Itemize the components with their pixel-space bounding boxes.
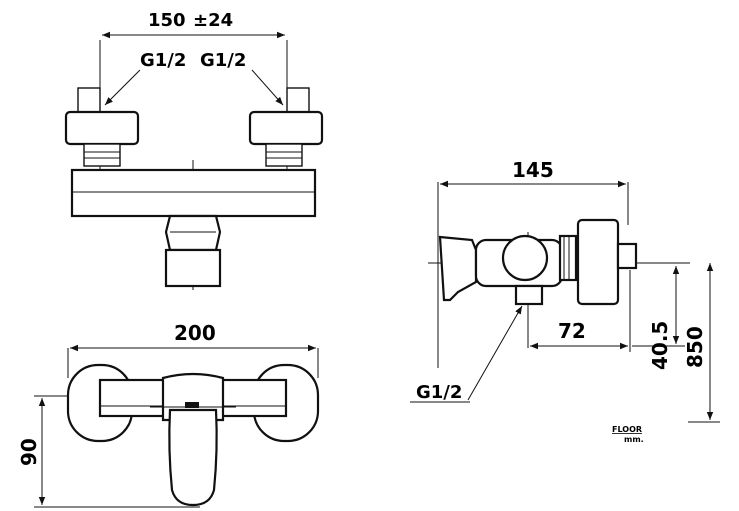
logo-mark (185, 402, 199, 408)
inlet-left-label: G1/2 (140, 50, 186, 71)
side-eccentric-pipe (616, 242, 638, 270)
side-flange (576, 218, 620, 306)
side-view: 145 72 40.5 850 G1/2 FLOOR mm. (410, 158, 720, 444)
dim-145-label: 145 (512, 158, 554, 182)
leader-outlet (467, 305, 523, 401)
floor-unit: mm. (624, 435, 644, 444)
leader-inlet-left (104, 69, 141, 106)
dim-200-label: 200 (174, 321, 216, 345)
right-inlet-body (265, 143, 303, 167)
side-escutcheon (438, 235, 478, 302)
outlet-connector (164, 248, 222, 288)
mixer-body (70, 168, 317, 218)
top-view: 200 90 (17, 321, 320, 508)
right-inlet-flange (248, 110, 324, 146)
dim-40-5-label: 40.5 (648, 321, 672, 370)
outlet-label: G1/2 (416, 382, 462, 403)
inlet-right-label: G1/2 (200, 50, 246, 71)
outlet-neck (164, 214, 222, 252)
side-valve-dome (501, 234, 549, 282)
front-view: 150 ±24 G1/2 G1/2 (64, 10, 324, 290)
lever-handle (168, 408, 218, 507)
floor-note: FLOOR (612, 425, 642, 434)
side-outlet (514, 284, 544, 306)
right-inlet-nut (286, 87, 310, 113)
dim-90-label: 90 (17, 438, 41, 466)
left-inlet-flange (64, 110, 140, 146)
left-inlet-nut (77, 87, 101, 113)
dim-850-label: 850 (683, 326, 707, 368)
side-nut (558, 234, 578, 282)
left-inlet-body (83, 143, 121, 167)
dim-150-tolerance: ±24 (193, 10, 233, 31)
leader-inlet-right (251, 69, 284, 106)
dim-150-label: 150 (148, 10, 186, 31)
handle-base (161, 372, 225, 422)
dim-72-label: 72 (558, 319, 586, 343)
